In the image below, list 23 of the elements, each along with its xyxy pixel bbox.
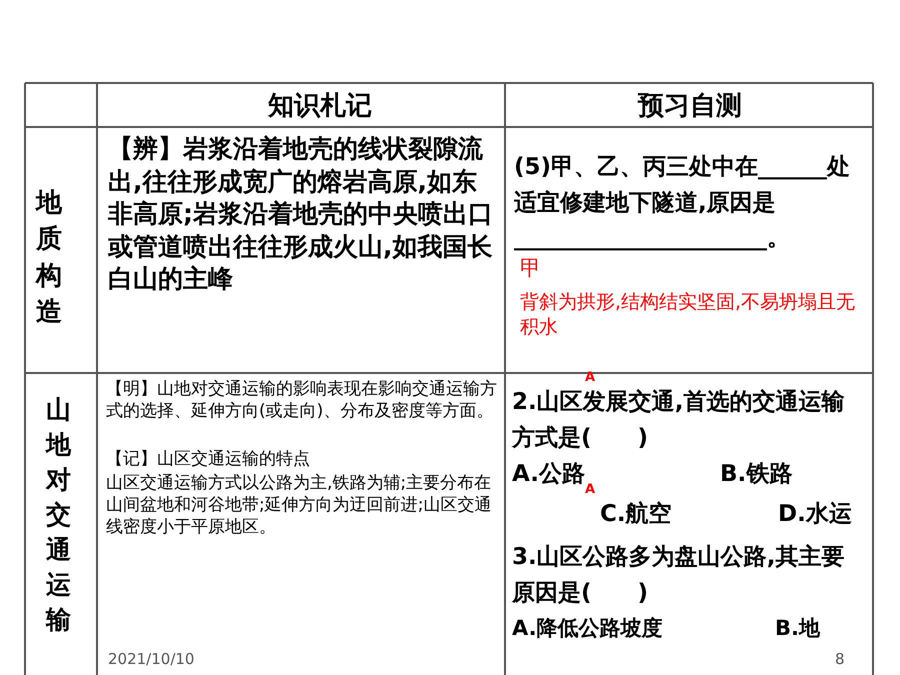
answer-option: B.地 (775, 616, 820, 640)
row-header: 山地对交通运输 (46, 395, 71, 634)
answer-option: A.降低公路坡度 (512, 616, 663, 640)
note-paragraph: 【明】山地对交通运输的影响表现在影响交通运输方式的选择、延伸方向(或走向)、分布及密度等方面。 (106, 379, 497, 422)
answer-mark: A (585, 482, 596, 497)
note-paragraph: 山区交通运输方式以公路为主,铁路为辅;主要分布在山间盆地和河谷地带;延伸方向为迂回前进;山区交通线密度小于平原地区。 (106, 473, 492, 538)
date-text: 2021/10/10 (108, 650, 194, 668)
answer-option: A.公路 (512, 461, 585, 487)
question-text: (5)甲、乙、丙三处中在______处适宜修建地下隧道,原因是______________________。 (514, 154, 850, 252)
page-number: 8 (835, 650, 845, 668)
answer-mark: A (585, 370, 596, 385)
note-paragraph: 【辨】岩浆沿着地壳的线状裂隙流出,往往形成宽广的熔岩高原,如东非高原;岩浆沿着地壳的中央喷出口或管道喷出往往形成火山,如我国长白山的主峰 (108, 134, 493, 293)
answer-option: C.航空 (600, 501, 672, 527)
answer-option: D.水运 (778, 501, 852, 527)
answer-text: 甲 (520, 256, 541, 280)
column-header: 知识札记 (268, 91, 372, 121)
note-heading: 【记】山区交通运输的特点 (106, 449, 310, 469)
question-text: 3.山区公路多为盘山公路,其主要原因是( ) (512, 544, 844, 606)
column-header: 预习自测 (638, 91, 742, 121)
answer-text: 背斜为拱形,结构结实坚固,不易坍塌且无积水 (520, 291, 856, 338)
question-text: 2.山区发展交通,首选的交通运输方式是( ) (512, 389, 844, 451)
row-header: 地质构造 (36, 188, 62, 328)
answer-option: B.铁路 (720, 461, 792, 487)
